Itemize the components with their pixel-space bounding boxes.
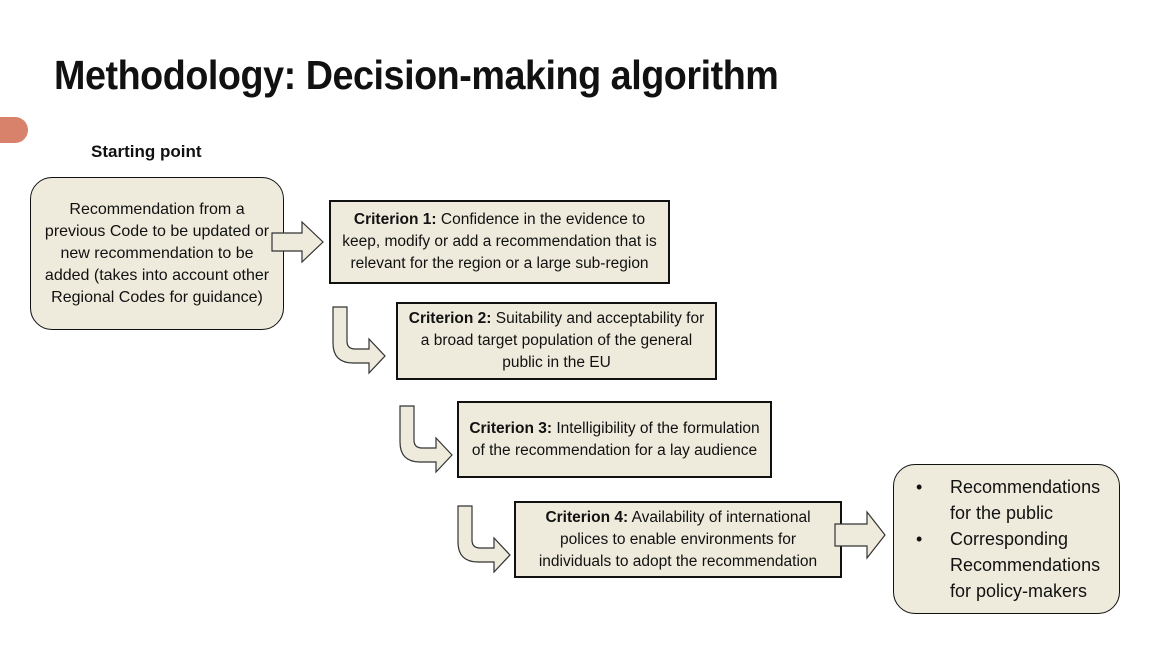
bent-arrow-icon xyxy=(399,405,453,474)
slide-title: Methodology: Decision-making algorithm xyxy=(54,52,779,98)
starting-point-label: Starting point xyxy=(91,142,202,161)
right-arrow-icon xyxy=(271,220,324,264)
bent-arrow-icon xyxy=(332,306,386,375)
slide-accent-dot xyxy=(0,117,28,143)
criterion-3-text: Intelligibility of the formulation of th… xyxy=(471,419,760,459)
output-item: •Recommendations for the public xyxy=(916,477,1101,523)
criterion-1-label: Criterion 1: xyxy=(353,211,437,228)
output-item: •Corresponding Recommendations for polic… xyxy=(916,529,1101,601)
criterion-4-box: Criterion 4: Availability of internation… xyxy=(514,501,842,578)
criterion-1-text: Confidence in the evidence to keep, modi… xyxy=(342,211,657,272)
criterion-2-label: Criterion 2: xyxy=(408,310,492,327)
right-arrow-icon xyxy=(834,510,886,560)
criterion-2-box: Criterion 2: Suitability and acceptabili… xyxy=(396,302,717,380)
criterion-4-label: Criterion 4: xyxy=(545,508,629,526)
bent-arrow-icon xyxy=(457,505,511,574)
criterion-3-box: Criterion 3: Intelligibility of the form… xyxy=(457,401,772,478)
criterion-3-label: Criterion 3: xyxy=(469,419,553,437)
starting-point-text: Recommendation from a previous Code to b… xyxy=(44,200,270,306)
criterion-1-box: Criterion 1: Confidence in the evidence … xyxy=(329,200,670,284)
outputs-list: •Recommendations for the public •Corresp… xyxy=(900,474,1113,604)
outputs-box: •Recommendations for the public •Corresp… xyxy=(893,464,1120,614)
criterion-4-text: Availability of international polices to… xyxy=(538,508,818,570)
criterion-2-text: Suitability and acceptability for a broa… xyxy=(420,310,705,371)
starting-point-box: Recommendation from a previous Code to b… xyxy=(30,177,284,330)
